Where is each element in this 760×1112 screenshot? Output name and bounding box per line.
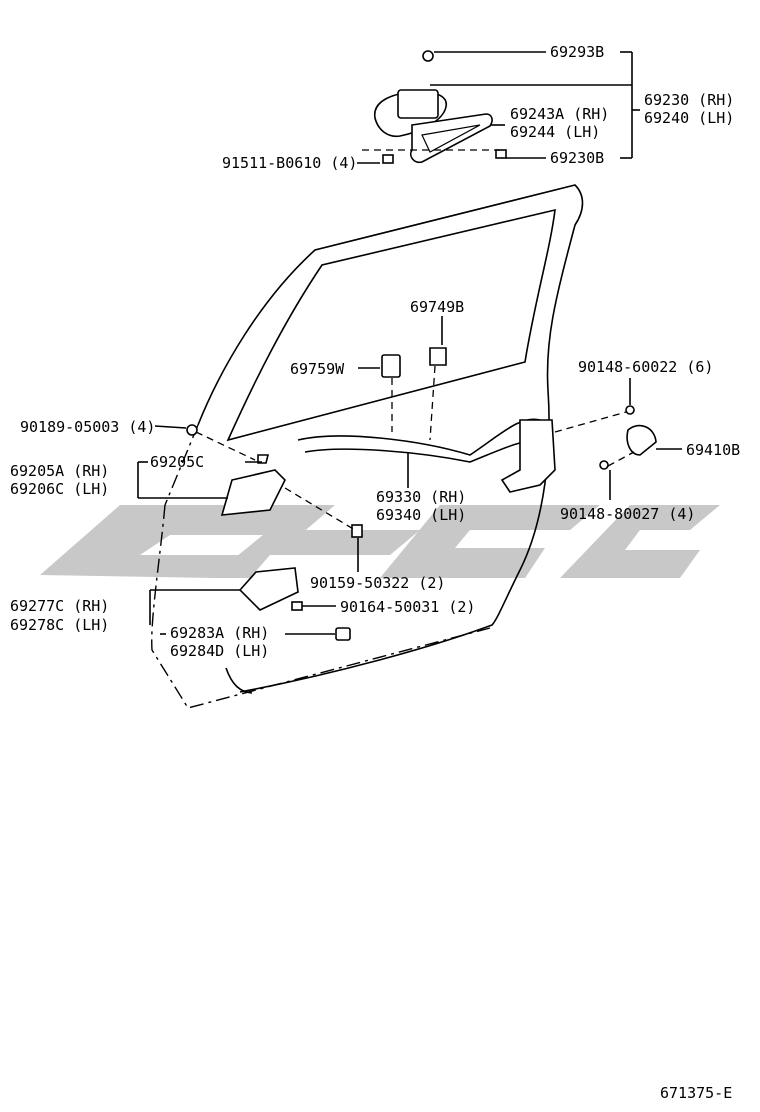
label-90189-05003: 90189-05003 (4): [20, 418, 155, 436]
label-69205C: 69205C: [150, 453, 204, 471]
label-91511-B0610: 91511-B0610 (4): [222, 154, 357, 172]
label-69749B: 69749B: [410, 298, 464, 316]
label-69230B: 69230B: [550, 149, 604, 167]
latch-and-cable: [297, 347, 657, 493]
label-69277C-rh: 69277C (RH): [10, 597, 109, 615]
label-90159-50322: 90159-50322 (2): [310, 574, 445, 592]
watermark-logo: [40, 505, 720, 578]
label-69759W: 69759W: [290, 360, 345, 378]
label-69230-rh: 69230 (RH): [644, 91, 734, 109]
label-90148-80027: 90148-80027 (4): [560, 505, 695, 523]
label-69283A-rh: 69283A (RH): [170, 624, 269, 642]
label-69410B: 69410B: [686, 441, 740, 459]
door-outline: [151, 184, 584, 709]
label-69240-lh: 69240 (LH): [644, 109, 734, 127]
inside-handles: [186, 424, 363, 641]
label-69340-lh: 69340 (LH): [376, 506, 466, 524]
leader-lines: [137, 51, 682, 635]
label-69244-lh: 69244 (LH): [510, 123, 600, 141]
label-69205A-rh: 69205A (RH): [10, 462, 109, 480]
label-69206C-lh: 69206C (LH): [10, 480, 109, 498]
label-69330-rh: 69330 (RH): [376, 488, 466, 506]
label-90164-50031: 90164-50031 (2): [340, 598, 475, 616]
label-69278C-lh: 69278C (LH): [10, 616, 109, 634]
diagram-code: 671375-E: [660, 1084, 732, 1102]
label-69284D-lh: 69284D (LH): [170, 642, 269, 660]
part-labels: 69293B 69230 (RH) 69240 (LH) 69243A (RH)…: [10, 43, 740, 1102]
outside-handle-assembly: [374, 50, 507, 164]
label-69243A-rh: 69243A (RH): [510, 105, 609, 123]
label-69293B: 69293B: [550, 43, 604, 61]
label-90148-60022: 90148-60022 (6): [578, 358, 713, 376]
